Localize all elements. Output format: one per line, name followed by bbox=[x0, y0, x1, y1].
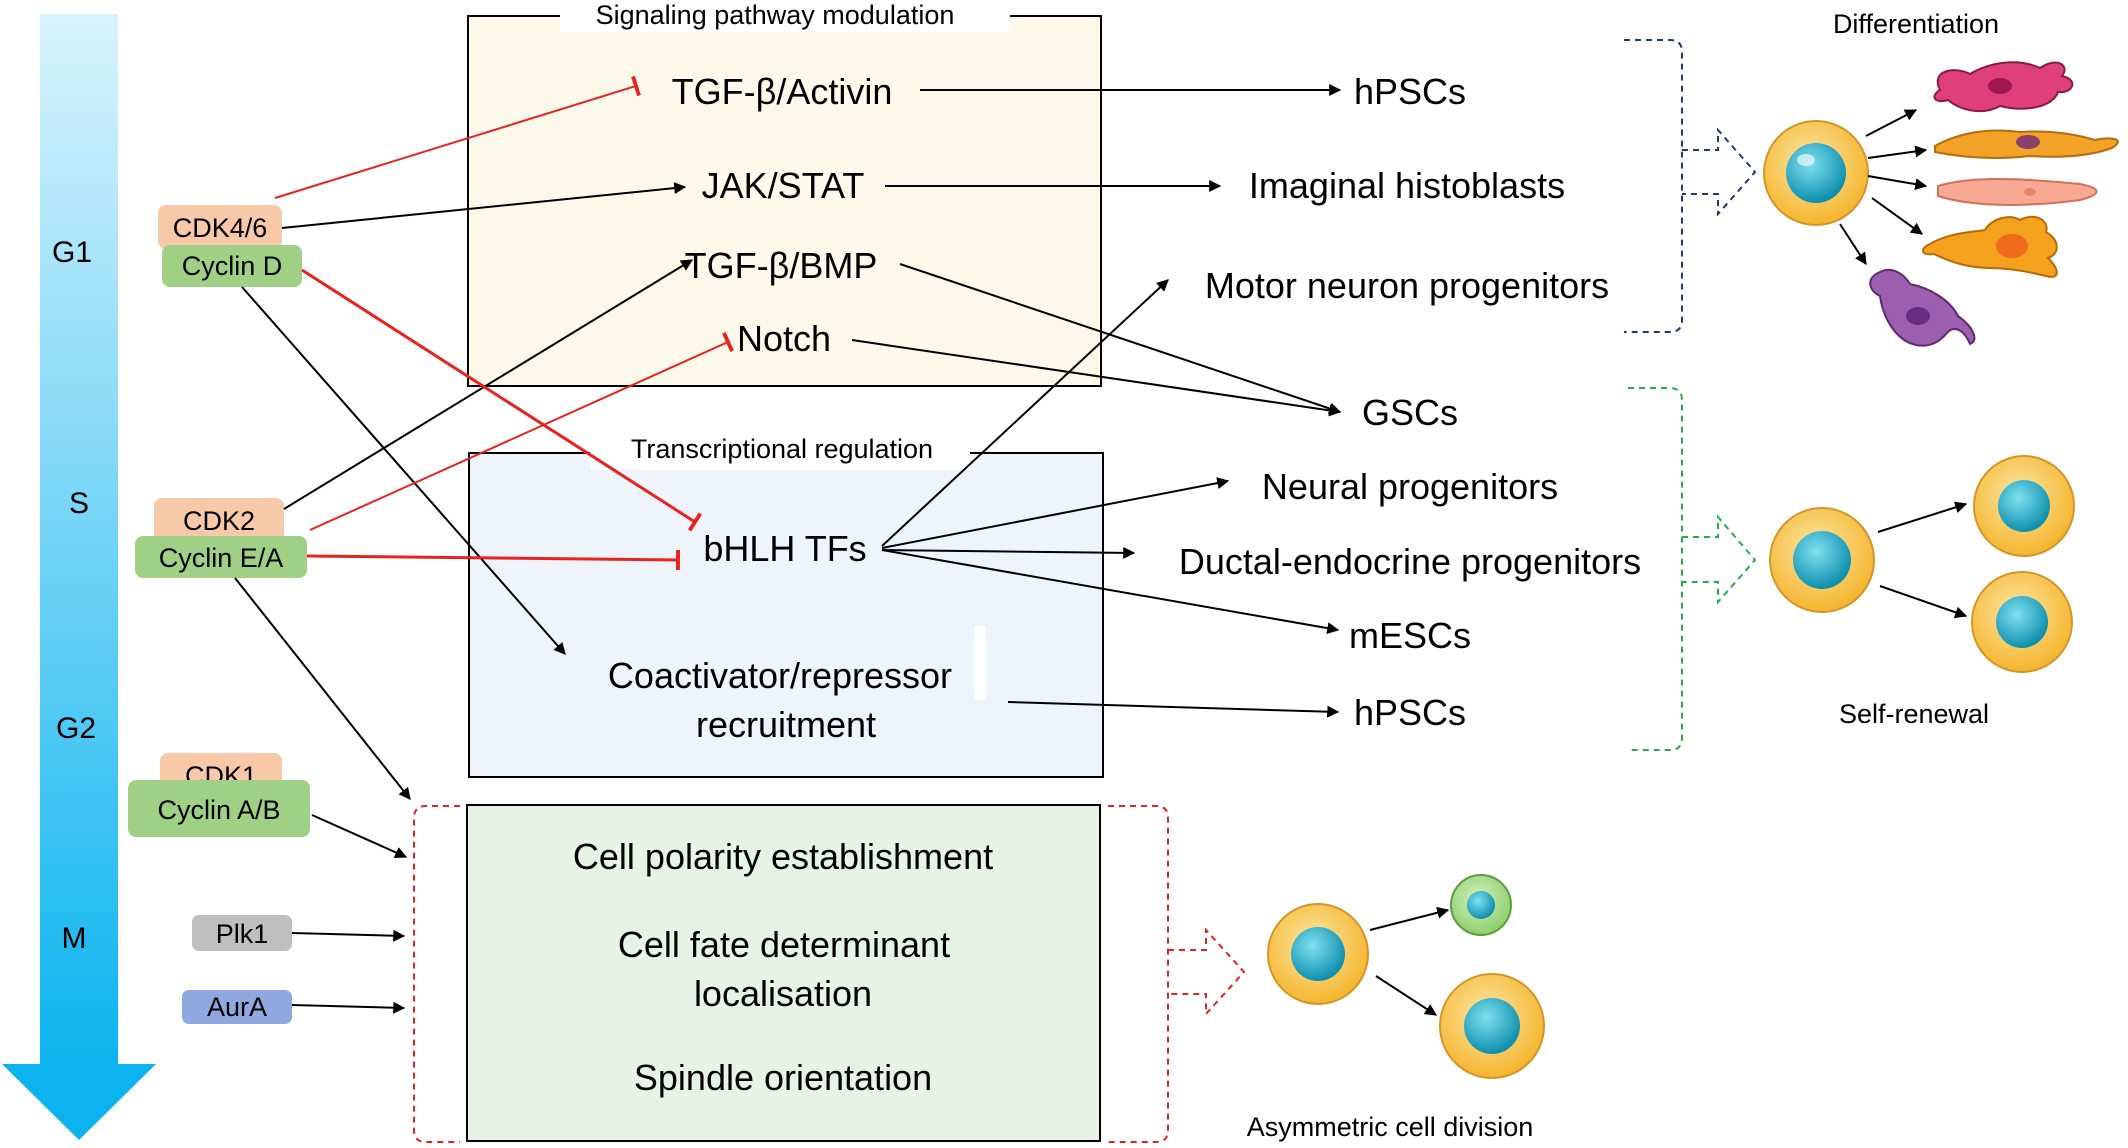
mescs-label: mESCs bbox=[1349, 615, 1471, 656]
inhibit-cyclind-bhlh bbox=[301, 268, 703, 532]
jak-stat-label: JAK/STAT bbox=[702, 165, 865, 206]
arrow-plk1-division bbox=[291, 929, 406, 942]
aura-box bbox=[182, 990, 292, 1024]
plk1-label: Plk1 bbox=[216, 919, 269, 949]
plk1-box bbox=[192, 915, 292, 951]
cyclin-d-box bbox=[162, 245, 302, 287]
tgfb-activin-label: TGF-β/Activin bbox=[672, 71, 893, 112]
cyclin-d-label: Cyclin D bbox=[182, 251, 283, 281]
cell-fate-label-line2: localisation bbox=[694, 973, 872, 1014]
self-renewal-daughter-cell-2 bbox=[1971, 571, 2073, 673]
inhibition-lines bbox=[274, 75, 734, 571]
asymmetric-arrows bbox=[1369, 906, 1450, 1016]
differentiation-bracket bbox=[1624, 39, 1683, 333]
imaginal-histoblasts-label: Imaginal histoblasts bbox=[1249, 165, 1565, 206]
inhibit-cdk2-notch bbox=[309, 332, 734, 531]
self-renewal-daughter-cell-1 bbox=[1973, 455, 2075, 557]
differentiation-arrows bbox=[1839, 109, 1928, 266]
transcriptional-regulation-box bbox=[468, 452, 1104, 778]
cyclin-ab-label: Cyclin A/B bbox=[157, 795, 280, 825]
self-renewal-label: Self-renewal bbox=[1839, 699, 1989, 729]
spindle-orientation-label: Spindle orientation bbox=[634, 1057, 932, 1098]
coactivator-label-line1: Coactivator/repressor bbox=[608, 655, 952, 696]
cell-polarity-label: Cell polarity establishment bbox=[573, 836, 993, 877]
salmon-spindle-cell-icon bbox=[1937, 178, 2098, 206]
arrow-cdk2-tgfbmp bbox=[283, 259, 694, 510]
motor-neuron-label: Motor neuron progenitors bbox=[1205, 265, 1609, 306]
arrow-bhlh-motor bbox=[881, 279, 1169, 547]
arrow-cyclinea-division bbox=[234, 577, 411, 800]
activation-arrows bbox=[234, 84, 1342, 1014]
hpscs-top-label: hPSCs bbox=[1354, 71, 1466, 112]
cdk46-box bbox=[158, 205, 282, 249]
arrow-tgfbmp-gscs bbox=[899, 263, 1342, 415]
cdk2-cycline-complex: CDK2 Cyclin E/A bbox=[135, 498, 307, 578]
cyclin-ea-box bbox=[135, 536, 307, 578]
signaling-title-bg bbox=[560, 0, 1010, 32]
signaling-pathway-box bbox=[467, 15, 1102, 387]
cdk1-cyclinab-complex: CDK1 Cyclin A/B bbox=[128, 753, 310, 837]
inhibit-cdk46-tgfbactivin bbox=[274, 75, 641, 199]
transcription-gap bbox=[974, 626, 986, 700]
inhibit-cyclinea-bhlh bbox=[306, 549, 681, 571]
cyclin-ab-box bbox=[128, 780, 310, 837]
cell-cycle-phase-arrow bbox=[2, 14, 156, 1140]
cdk2-label: CDK2 bbox=[183, 506, 255, 536]
arrow-bhlh-mescs bbox=[881, 549, 1340, 635]
asymmetric-left-bracket bbox=[413, 805, 460, 1143]
ductal-endocrine-label: Ductal-endocrine progenitors bbox=[1179, 541, 1641, 582]
arrow-aura-division bbox=[291, 1001, 406, 1014]
cdk46-label: CDK4/6 bbox=[173, 213, 268, 243]
cdk46-cyclind-complex: CDK4/6 Cyclin D bbox=[158, 205, 302, 287]
neural-progenitors-label: Neural progenitors bbox=[1262, 466, 1558, 507]
self-renewal-arrows bbox=[1877, 501, 1968, 619]
tgfb-bmp-label: TGF-β/BMP bbox=[685, 245, 878, 286]
orange-star-cell-icon bbox=[1922, 215, 2058, 278]
arrow-cyclind-coactivator bbox=[241, 286, 566, 655]
differentiation-label: Differentiation bbox=[1833, 9, 1999, 39]
gscs-label: GSCs bbox=[1362, 392, 1458, 433]
phase-m-label: M bbox=[62, 922, 87, 955]
asymmetric-small-daughter-cell bbox=[1450, 874, 1512, 936]
transcription-title-bg bbox=[590, 434, 970, 470]
asymmetric-large-daughter-cell bbox=[1439, 973, 1545, 1079]
transcriptional-regulation-title: Transcriptional regulation bbox=[631, 434, 933, 464]
arrow-coactivator-hpscs bbox=[1007, 701, 1340, 718]
arrow-notch-gscs bbox=[851, 339, 1342, 417]
arrow-bhlh-ductal bbox=[881, 546, 1136, 559]
asymmetric-division-box bbox=[466, 804, 1101, 1142]
phase-s-label: S bbox=[69, 487, 89, 520]
bhlh-label: bHLH TFs bbox=[703, 528, 866, 569]
notch-label: Notch bbox=[737, 318, 831, 359]
differentiation-block-arrow bbox=[1682, 127, 1757, 217]
arrow-bhlh-neural bbox=[881, 477, 1230, 549]
phase-g2-label: G2 bbox=[56, 712, 96, 745]
self-renewal-block-arrow bbox=[1682, 514, 1757, 605]
differentiation-stem-cell bbox=[1763, 120, 1869, 226]
self-renewal-parent-cell bbox=[1769, 507, 1875, 613]
aura-label: AurA bbox=[207, 992, 267, 1022]
hpscs-bottom-label: hPSCs bbox=[1354, 692, 1466, 733]
asymmetric-parent-cell bbox=[1267, 903, 1369, 1005]
asymmetric-block-arrow bbox=[1168, 927, 1246, 1017]
cyclin-ea-label: Cyclin E/A bbox=[159, 543, 284, 573]
coactivator-label-line2: recruitment bbox=[696, 704, 876, 745]
arrow-cyclinab-division bbox=[311, 814, 408, 859]
phase-g1-label: G1 bbox=[52, 236, 92, 269]
cell-fate-label-line1: Cell fate determinant bbox=[618, 924, 950, 965]
self-renewal-bracket bbox=[1628, 387, 1683, 751]
differentiated-cell-icons bbox=[1869, 61, 2119, 347]
signaling-pathway-title: Signaling pathway modulation bbox=[596, 0, 955, 30]
asymmetric-division-label: Asymmetric cell division bbox=[1247, 1112, 1534, 1142]
cdk2-box bbox=[154, 498, 284, 542]
arrow-cdk46-jakstat bbox=[281, 182, 687, 229]
asymmetric-right-bracket bbox=[1108, 805, 1169, 1143]
